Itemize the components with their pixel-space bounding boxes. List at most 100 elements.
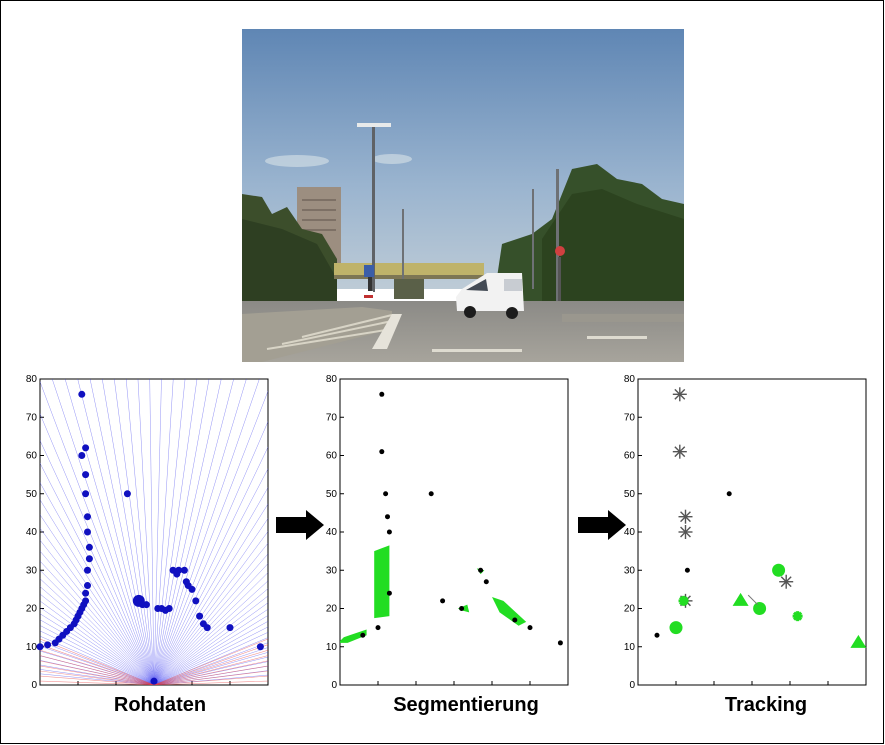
data-point (512, 617, 518, 623)
title-tracking: Tracking (724, 694, 808, 716)
x-tick-label: -30 (33, 689, 48, 690)
data-point (84, 566, 91, 574)
data-point (379, 391, 385, 397)
title-segmentierung: Segmentierung (393, 694, 539, 716)
data-point (188, 585, 196, 593)
data-point (180, 566, 188, 574)
y-tick-label: 50 (624, 489, 636, 500)
camera-image (242, 29, 684, 362)
data-point (440, 598, 446, 604)
y-tick-label: 80 (624, 374, 636, 385)
x-tick-label: -30 (631, 689, 646, 690)
data-point (82, 471, 90, 479)
data-point (82, 589, 90, 597)
y-tick-label: 20 (326, 604, 338, 615)
y-tick-label: 70 (326, 412, 338, 423)
scan-rays (40, 379, 268, 685)
data-point (527, 625, 533, 631)
right-arrow-icon (578, 510, 626, 540)
x-tick-label: 20 (224, 689, 236, 690)
y-tick-label: 80 (326, 374, 338, 385)
data-point (175, 566, 183, 574)
x-tick-label: -10 (109, 689, 124, 690)
track-triangle (732, 592, 749, 606)
street-lamp-head (357, 123, 391, 127)
y-tick-label: 10 (624, 642, 636, 653)
data-point (85, 555, 93, 563)
y-tick-label: 40 (326, 527, 338, 538)
track-point (654, 632, 660, 638)
street-lamp-pole (372, 127, 375, 292)
track-star (779, 574, 794, 589)
track-star (678, 509, 693, 524)
data-point (36, 643, 44, 651)
segment (340, 629, 367, 643)
y-tick-label: 0 (331, 680, 337, 690)
data-point (78, 390, 86, 398)
y-tick-label: 60 (624, 451, 636, 462)
track-star (678, 525, 693, 539)
data-point (84, 528, 91, 536)
track-green-star (792, 611, 803, 622)
y-tick-label: 40 (624, 527, 636, 538)
data-point (84, 513, 91, 521)
x-tick-label: -20 (371, 689, 386, 690)
track-point (684, 567, 690, 573)
data-point (203, 624, 211, 632)
y-tick-label: 70 (624, 412, 636, 423)
title-rohdaten: Rohdaten (113, 694, 207, 716)
x-tick-label: 30 (262, 689, 274, 690)
plot-segmentierung: -30-20-10010203001020304050607080 (326, 374, 574, 690)
y-tick-label: 0 (31, 680, 37, 690)
y-tick-label: 40 (26, 527, 38, 538)
data-point (82, 444, 90, 452)
data-point (142, 601, 150, 609)
data-point (196, 612, 204, 620)
x-tick-label: -30 (333, 689, 348, 690)
bridge (334, 263, 484, 275)
y-tick-label: 80 (26, 374, 38, 385)
data-point (78, 452, 86, 459)
track-circle (669, 621, 683, 635)
x-tick-label: 30 (860, 689, 872, 690)
data-point (379, 449, 385, 455)
x-tick-label: 0 (749, 689, 755, 690)
x-tick-label: 30 (562, 689, 574, 690)
x-tick-label: -10 (707, 689, 722, 690)
x-tick-label: 10 (186, 689, 198, 690)
y-tick-label: 10 (326, 642, 338, 653)
data-point (478, 567, 484, 573)
y-tick-label: 70 (26, 412, 38, 423)
y-tick-label: 50 (26, 489, 38, 500)
plot-rohdaten: -30-20-10010203001020304050607080 (26, 374, 274, 690)
y-tick-label: 20 (624, 604, 636, 615)
y-tick-label: 10 (26, 642, 38, 653)
data-point (44, 641, 52, 649)
track-star (672, 444, 687, 459)
data-point (192, 597, 200, 605)
y-tick-label: 20 (26, 604, 38, 615)
x-tick-label: 10 (784, 689, 796, 690)
segment (492, 597, 527, 626)
x-tick-label: -10 (409, 689, 424, 690)
track-circle (753, 602, 767, 615)
x-tick-label: 0 (151, 689, 157, 690)
track-green-star (678, 595, 689, 606)
plot-area (637, 378, 867, 686)
data-point (375, 625, 381, 631)
traffic-sign (555, 246, 565, 256)
data-point (428, 491, 434, 497)
plot-tracking: -30-20-10010203001020304050607080 (624, 374, 872, 690)
data-point (386, 529, 392, 535)
x-tick-label: 20 (524, 689, 536, 690)
data-point (123, 490, 131, 498)
x-tick-label: -20 (669, 689, 684, 690)
plot-area (339, 378, 569, 686)
data-point (226, 624, 234, 632)
x-tick-label: 10 (486, 689, 498, 690)
data-point (383, 491, 389, 497)
data-point (165, 605, 173, 612)
cloud (372, 154, 412, 164)
track-point (726, 491, 732, 497)
